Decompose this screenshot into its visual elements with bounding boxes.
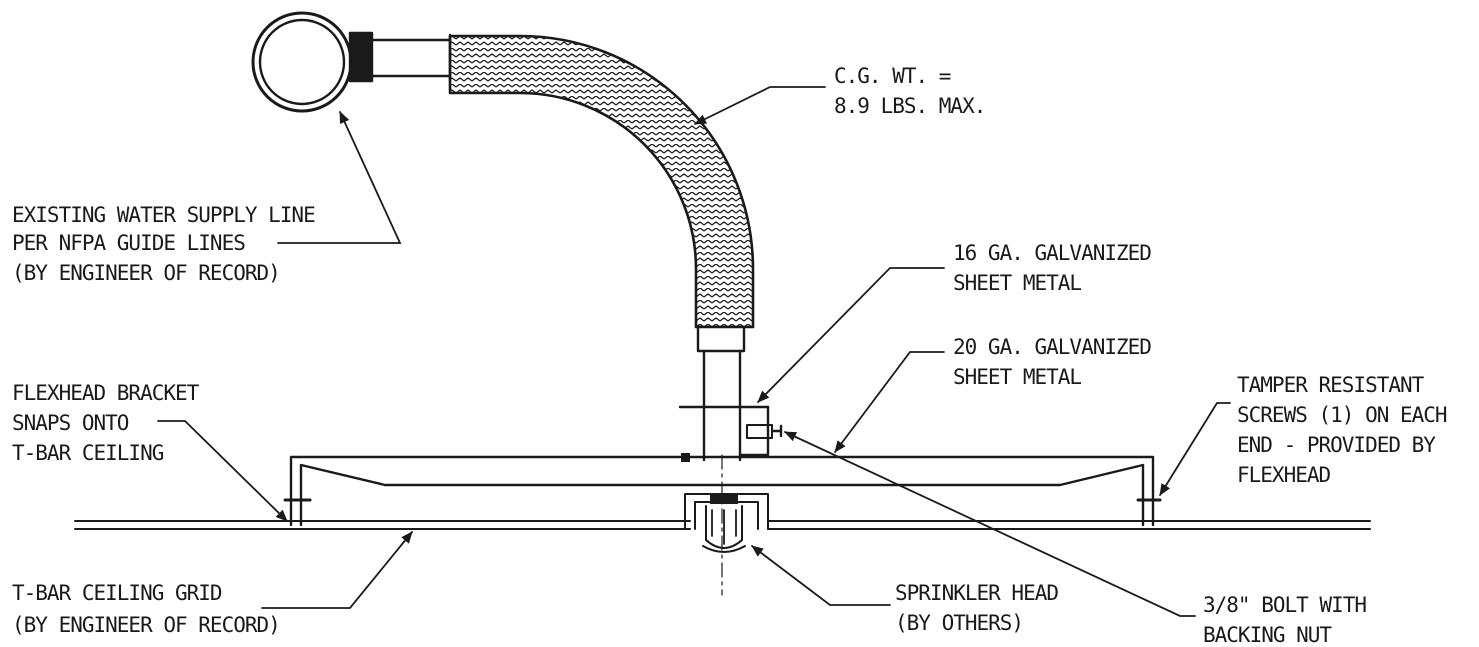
label-sheet-16ga-2: SHEET METAL: [953, 271, 1081, 295]
label-cg-weight-2: 8.9 LBS. MAX.: [834, 94, 985, 118]
pipe-coupling: [348, 31, 452, 83]
leader-sheet-16ga: [757, 267, 945, 403]
label-bolt-1: 3/8" BOLT WITH: [1203, 593, 1366, 617]
callout-labels: C.G. WT. = 8.9 LBS. MAX. EXISTING WATER …: [12, 64, 1448, 647]
label-tamper-3: END - PROVIDED BY: [1237, 433, 1436, 457]
leader-sheet-20ga: [834, 351, 945, 453]
leader-water-supply: [277, 111, 402, 244]
label-bracket-1: FLEXHEAD BRACKET: [12, 381, 200, 405]
label-tamper-2: SCREWS (1) ON EACH: [1237, 403, 1447, 427]
leader-ceiling-grid: [261, 531, 413, 609]
hose-drop-nipple: [696, 325, 746, 462]
braided-flex-hose: [448, 34, 755, 329]
label-cg-weight-1: C.G. WT. =: [834, 64, 951, 88]
water-supply-pipe: [251, 11, 353, 113]
label-sheet-16ga-1: 16 GA. GALVANIZED: [953, 241, 1151, 265]
label-water-supply-3: (BY ENGINEER OF RECORD): [12, 261, 280, 285]
hub-bracket-16ga: [678, 405, 783, 462]
leader-tamper-screws: [1159, 402, 1231, 496]
label-water-supply-1: EXISTING WATER SUPPLY LINE: [12, 203, 315, 227]
label-sprinkler-1: SPRINKLER HEAD: [895, 581, 1058, 605]
label-ceiling-grid-1: T-BAR CEILING GRID: [12, 581, 222, 605]
leader-cg-weight: [694, 86, 826, 125]
label-sprinkler-2: (BY OTHERS): [895, 611, 1023, 635]
leader-bolt: [784, 431, 1196, 617]
label-bracket-3: T-BAR CEILING: [12, 441, 164, 465]
t-bar-ceiling-grid: [74, 520, 1371, 530]
label-bolt-2: BACKING NUT: [1203, 623, 1332, 647]
leader-bracket: [157, 420, 288, 522]
label-sheet-20ga-2: SHEET METAL: [953, 365, 1081, 389]
label-sheet-20ga-1: 20 GA. GALVANIZED: [953, 335, 1151, 359]
sprinkler-head: [684, 493, 769, 553]
leader-sprinkler: [751, 545, 891, 606]
label-ceiling-grid-2: (BY ENGINEER OF RECORD): [12, 613, 280, 637]
label-tamper-1: TAMPER RESISTANT: [1237, 373, 1425, 397]
label-water-supply-2: PER NFPA GUIDE LINES: [12, 231, 245, 255]
label-tamper-4: FLEXHEAD: [1237, 463, 1331, 487]
label-bracket-2: SNAPS ONTO: [12, 411, 129, 435]
